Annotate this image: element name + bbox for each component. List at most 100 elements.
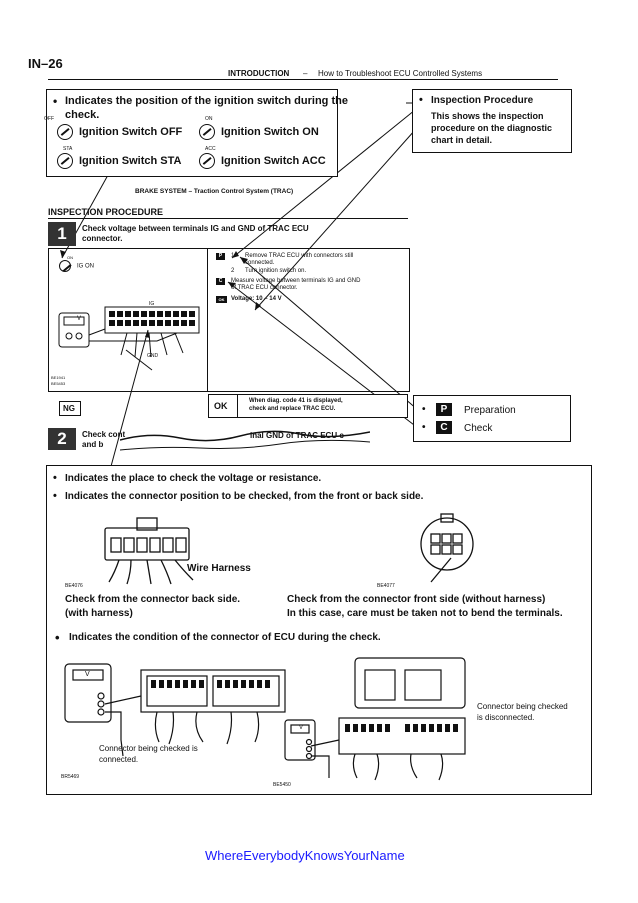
- ng-box: NG: [59, 401, 81, 416]
- ignition-acc-item: Ignition Switch ACC: [199, 153, 326, 169]
- torn-edge: [120, 430, 370, 451]
- legend-inspection-line2: procedure on the diagnostic: [431, 123, 553, 133]
- legend-c-label: Check: [464, 423, 493, 434]
- wire-harness-label: Wire Harness: [187, 563, 251, 574]
- fig2-code: BE4077: [377, 583, 395, 589]
- header-rule: [48, 79, 558, 80]
- connected-meter-v: V: [85, 671, 90, 678]
- ok-note-line1: When diag. code 41 is displayed,: [249, 398, 343, 404]
- ignition-switch-icon: [199, 124, 215, 140]
- bottom-line3: Indicates the condition of the connector…: [69, 632, 381, 643]
- ignition-off-item: Ignition Switch OFF: [57, 124, 182, 140]
- ignition-on-label: Ignition Switch ON: [221, 125, 319, 138]
- ignition-sta-item: Ignition Switch STA: [57, 153, 181, 169]
- ok-result-label: OK: [214, 401, 228, 411]
- ig-on-tag: ON: [67, 255, 73, 260]
- footer-link[interactable]: WhereEverybodyKnowsYourName: [205, 848, 405, 863]
- step1-body: ON IG ON V IG GND BE1941 BE5453 P 1: [48, 248, 410, 392]
- ignition-switch-icon: [59, 260, 71, 272]
- legend-inspection-box: • Inspection Procedure This shows the in…: [412, 89, 572, 153]
- step1-number-text: 1: [57, 224, 67, 243]
- step1-title: Check voltage between terminals IG and G…: [82, 224, 309, 233]
- connected-line1: Connector being checked is: [99, 744, 198, 753]
- bottom-line2: Indicates the connector position to be c…: [65, 491, 424, 502]
- connector-back-illustration: [104, 517, 194, 585]
- bottom-bullet-3: •: [55, 630, 60, 645]
- disconnected-line2: is disconnected.: [477, 713, 535, 722]
- front-side-line1: Check from the connector front side (wit…: [287, 594, 546, 605]
- page-id: IN–26: [28, 56, 63, 71]
- legend-c-badge: C: [436, 421, 452, 434]
- ignition-switch-icon: [199, 153, 215, 169]
- ok-divider: [237, 395, 238, 417]
- bottom-bullet-2: •: [53, 490, 57, 502]
- ecu-disconnected-illustration: [284, 657, 466, 781]
- disconnected-line1: Connector being checked: [477, 702, 568, 711]
- c-text-a: Measure voltage between terminals IG and…: [231, 278, 361, 284]
- ok-badge: OK: [216, 296, 227, 303]
- on-tag: ON: [205, 116, 213, 122]
- connector-front-illustration: [420, 513, 474, 583]
- legend-ignition-box: • Indicates the position of the ignition…: [44, 89, 348, 177]
- c-badge: C: [216, 278, 225, 285]
- off-tag: OFF: [44, 116, 54, 122]
- system-title: BRAKE SYSTEM – Traction Control System (…: [135, 188, 294, 195]
- fig3-code: BR5469: [61, 774, 80, 780]
- p-badge: P: [216, 253, 225, 260]
- header-title: How to Troubleshoot ECU Controlled Syste…: [318, 69, 483, 78]
- p-step1-num: 1: [231, 253, 235, 259]
- connected-line2: connected.: [99, 755, 139, 764]
- legend-inspection-title: Inspection Procedure: [431, 95, 534, 106]
- front-side-line2: In this case, care must be taken not to …: [287, 608, 563, 619]
- ig-on-item: IG ON: [59, 260, 94, 272]
- step2-title-b: inal GND of TRAC ECU c: [250, 431, 344, 440]
- legend-inspection-bullet: •: [419, 94, 423, 106]
- step1-divider: [207, 249, 208, 391]
- ok-voltage: Voltage: 10 – 14 V: [231, 296, 282, 302]
- step2-title-a: Check cont: [82, 430, 126, 439]
- section-rule: [48, 218, 408, 219]
- legend-connector-box: • Indicates the place to check the volta…: [46, 465, 592, 795]
- ignition-on-item: Ignition Switch ON: [199, 124, 319, 140]
- legend-ignition-title: Indicates the position of the ignition s…: [65, 95, 348, 107]
- step2-title-c: and b: [82, 440, 104, 449]
- p-step1-a: Remove TRAC ECU with connectors still: [245, 253, 354, 259]
- ecu-connected-illustration: [64, 663, 286, 757]
- legend-p-badge: P: [436, 403, 452, 416]
- legend-inspection-line3: chart in detail.: [431, 135, 493, 145]
- legend-inspection-line1: This shows the inspection: [431, 111, 544, 121]
- meter-v-label: V: [77, 316, 82, 322]
- p-step2-num: 2: [231, 268, 235, 274]
- voltmeter-illustration: [58, 306, 200, 358]
- gnd-terminal-label: GND: [147, 353, 159, 359]
- bottom-bullet-1: •: [53, 472, 57, 484]
- fig-code-a: BE1941: [51, 375, 66, 380]
- ignition-off-label: Ignition Switch OFF: [79, 125, 183, 138]
- legend-pc-box: • P Preparation • C Check: [413, 395, 571, 442]
- back-side-line1: Check from the connector back side.: [65, 594, 241, 605]
- legend-pc-bullet-c: •: [422, 422, 426, 433]
- ignition-switch-icon: [57, 153, 73, 169]
- fig1-code: BE4076: [65, 583, 83, 589]
- legend-pc-bullet-p: •: [422, 404, 426, 415]
- step1-number: 1: [48, 222, 76, 246]
- ig-terminal-label: IG: [149, 301, 155, 307]
- fig-code-b: BE5453: [51, 381, 66, 386]
- p-step1-b: connected.: [245, 260, 275, 266]
- fig4-code: BE5450: [273, 782, 291, 788]
- header-section: INTRODUCTION: [228, 69, 290, 78]
- step1-title-2: connector.: [82, 234, 123, 243]
- p-step2: Turn ignition switch on.: [245, 268, 307, 274]
- step2-number: 2: [48, 428, 76, 450]
- back-side-line2: (with harness): [65, 608, 133, 619]
- legend-p-label: Preparation: [464, 405, 516, 416]
- bottom-line1: Indicates the place to check the voltage…: [65, 473, 322, 484]
- step2-number-text: 2: [57, 429, 67, 448]
- sta-tag: STA: [63, 146, 73, 152]
- ignition-sta-label: Ignition Switch STA: [79, 154, 182, 167]
- ok-note-line2: check and replace TRAC ECU.: [249, 406, 336, 412]
- ig-on-label: IG ON: [77, 263, 95, 270]
- legend-ignition-title-2: check.: [65, 109, 100, 121]
- c-text-b: of TRAC ECU connector.: [231, 285, 298, 291]
